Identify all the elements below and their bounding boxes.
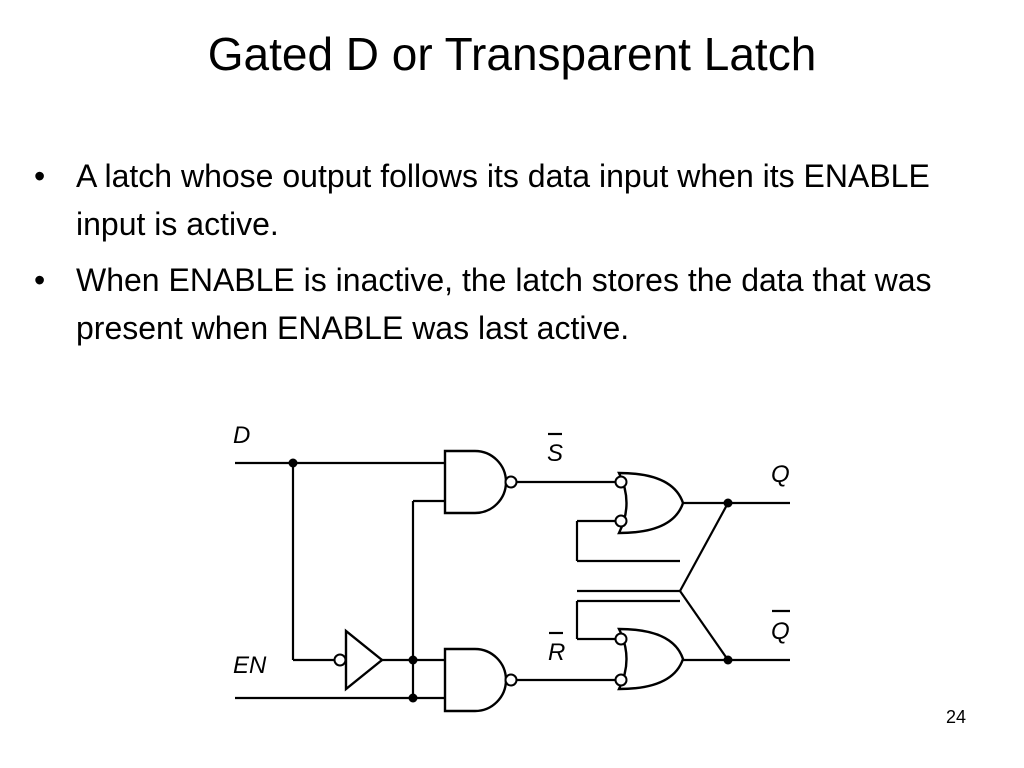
gated-d-latch-diagram: D EN S R Q Q [233, 422, 790, 713]
bullet-item-2: • When ENABLE is inactive, the latch sto… [34, 256, 994, 352]
label-q: Q [771, 461, 790, 488]
top-nand-output-bubble [504, 475, 518, 489]
d-junction-dot [288, 458, 298, 468]
top-nand-gate [443, 449, 508, 515]
label-en: EN [233, 652, 267, 679]
top-or-input-bubble-1 [614, 475, 628, 489]
bottom-nand-output-bubble [504, 673, 518, 687]
bottom-or-input-bubble-2 [614, 673, 628, 687]
page-number: 24 [945, 707, 966, 727]
q-feedback-diagonal-wire [679, 502, 729, 592]
label-s-bar: S [547, 440, 563, 467]
bullet-item-1: • A latch whose output follows its data … [34, 152, 994, 248]
bottom-nand-gate [443, 647, 508, 713]
inverter-gate [344, 628, 384, 692]
bullet-text-2: When ENABLE is inactive, the latch store… [76, 262, 932, 346]
bottom-or-input-bubble-1 [614, 632, 628, 646]
bullet-list: • A latch whose output follows its data … [34, 152, 994, 360]
bullet-marker-1: • [34, 158, 46, 194]
label-r-bar: R [548, 639, 565, 666]
inverter-output-junction-dot [408, 655, 418, 665]
top-or-input-bubble-2 [614, 514, 628, 528]
q-bar-feedback-diagonal-wire [679, 590, 729, 661]
label-d: D [233, 422, 250, 449]
en-junction-dot [408, 693, 418, 703]
bullet-text-1: A latch whose output follows its data in… [76, 158, 930, 242]
slide-title: Gated D or Transparent Latch [207, 28, 817, 80]
inverter-input-bubble [333, 653, 347, 667]
top-or-gate [617, 471, 685, 535]
bottom-or-gate [617, 627, 685, 691]
bullet-marker-2: • [34, 262, 46, 298]
label-q-bar: Q [771, 618, 790, 645]
